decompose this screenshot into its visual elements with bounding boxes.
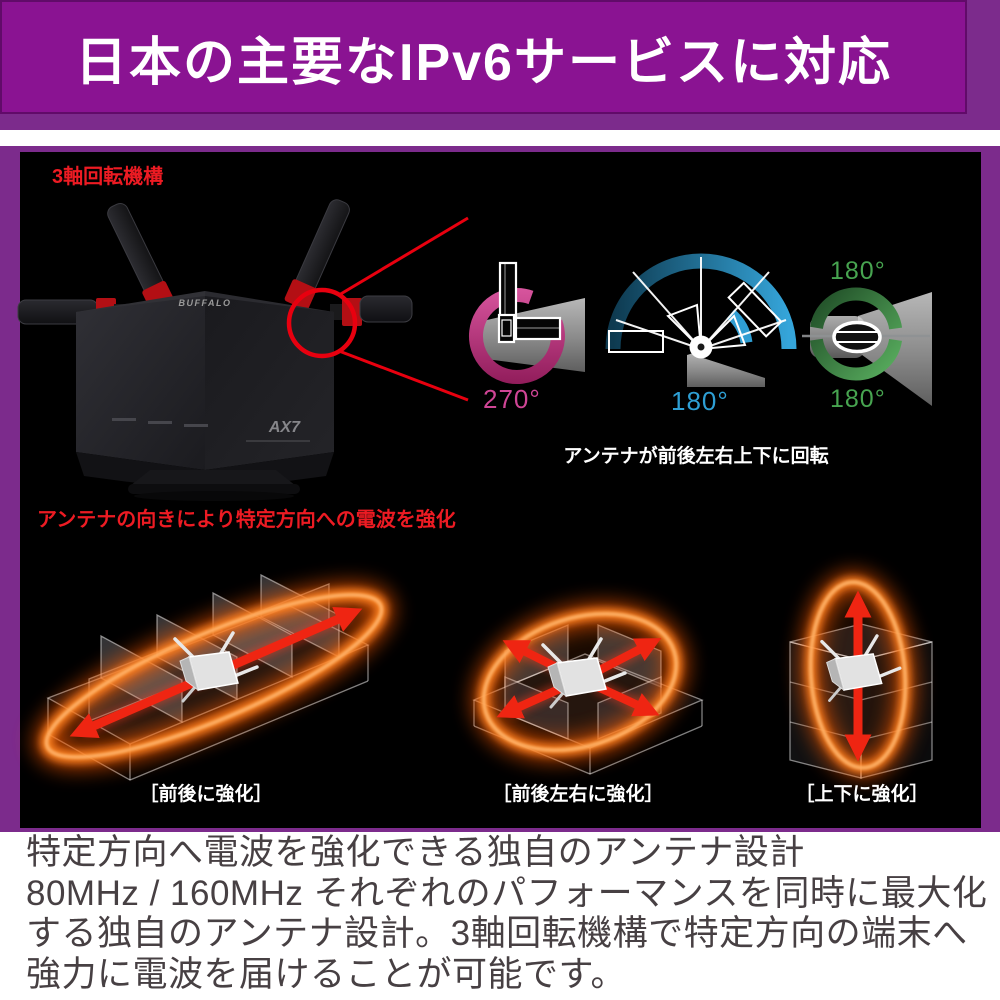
beam-caption-up-down: ［上下に強化］ [795, 784, 929, 805]
degree-label-180-front: 180° [671, 386, 729, 416]
feature-panel [20, 152, 981, 828]
footer-line-3: する独自のアンテナ設計。3軸回転機構で特定方向の端末へ [26, 914, 968, 953]
page-title: 日本の主要なIPv6サービスに対応 [75, 33, 892, 92]
footer-line-4: 強力に電波を届けることが可能です。 [26, 954, 627, 994]
header-title-band: 日本の主要なIPv6サービスに対応 [0, 0, 967, 114]
footer-line-1: 特定方向へ電波を強化できる独自のアンテナ設計 [26, 833, 805, 872]
beam-caption-front-back: ［前後に強化］ [139, 784, 273, 805]
degree-label-270: 270° [483, 384, 541, 414]
degree-label-180-top: 180° [830, 257, 886, 285]
rotation-caption: アンテナが前後左右上下に回転 [563, 446, 829, 467]
footer-description: 特定方向へ電波を強化できる独自のアンテナ設計 80MHz / 160MHz それ… [0, 833, 1000, 995]
degree-label-180-bottom: 180° [830, 385, 886, 413]
header-banner: 日本の主要なIPv6サービスに対応 [0, 0, 1000, 130]
rotation-mechanism-label: 3軸回転機構 [52, 166, 164, 188]
beam-caption-four-way: ［前後左右に強化］ [492, 784, 664, 805]
direction-strengthen-label: アンテナの向きにより特定方向への電波を強化 [37, 509, 456, 531]
footer-line-2: 80MHz / 160MHz それぞれのパフォーマンスを同時に最大化 [26, 873, 988, 913]
